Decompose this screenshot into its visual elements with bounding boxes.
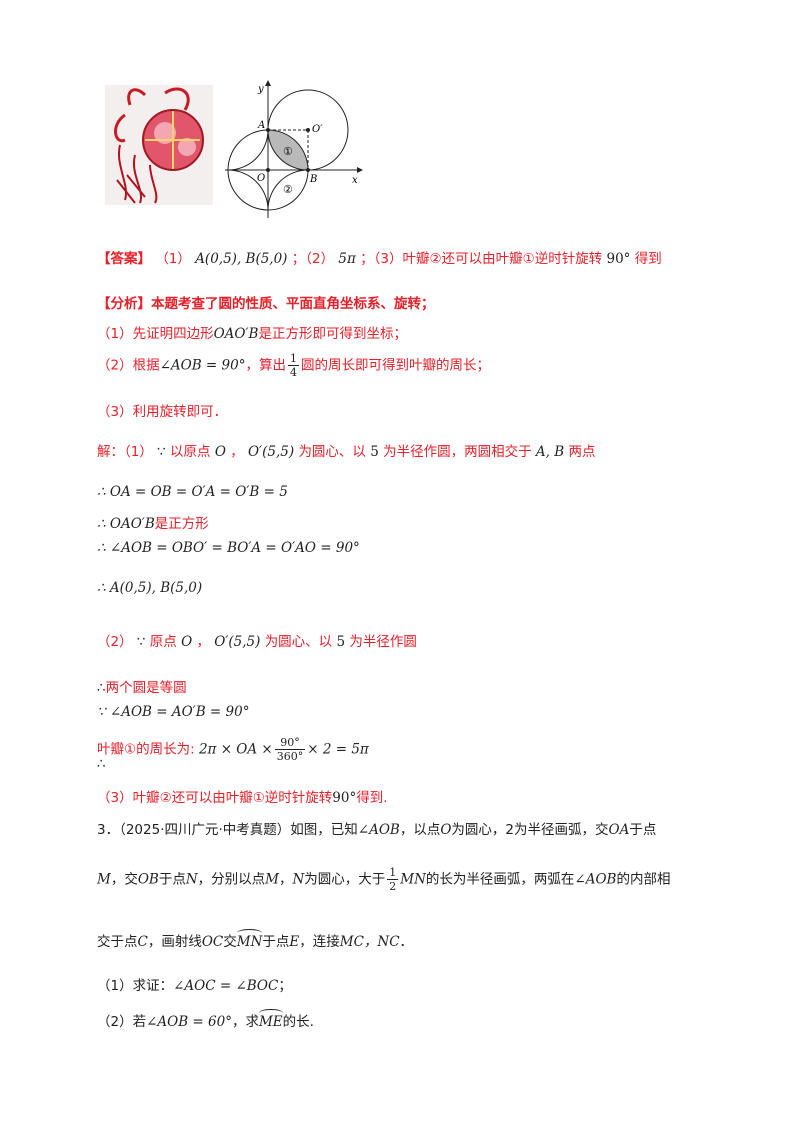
arc-mn: MN — [236, 929, 262, 950]
petal-figure: y x A O B O′ ① ② — [225, 80, 363, 218]
svg-text:A: A — [257, 120, 265, 131]
q3-part-2: （2）若∠AOB = 60°，求ME的长. — [97, 1009, 314, 1030]
svg-text:B: B — [309, 174, 317, 185]
analysis-line-1: （1）先证明四边形OAO′B是正方形即可得到坐标； — [97, 326, 407, 342]
embroidered-ball-photo — [105, 85, 213, 205]
therefore-mark: ∴ — [97, 756, 106, 772]
answer-tag: 【答案】 — [97, 251, 151, 267]
solution-line-10: （3）叶瓣②还可以由叶瓣①逆时针旋转90°得到. — [97, 790, 388, 806]
analysis-line-3: （3）利用旋转即可． — [97, 404, 228, 420]
solution-line-3: ∴ OAO′B是正方形 — [97, 516, 209, 532]
q3-line-3: 交于点C，画射线OC交MN于点E，连接MC，NC． — [97, 929, 413, 950]
svg-text:x: x — [352, 175, 358, 186]
q3-line-1: 3．（2025·四川广元·中考真题）如图，已知∠AOB，以点O为圆心，2为半径画… — [97, 822, 657, 838]
svg-text:O: O — [257, 173, 265, 184]
solution-line-5: ∴ A(0,5), B(5,0) — [97, 580, 203, 596]
svg-text:①: ① — [283, 145, 293, 158]
solution-line-1: 解：（1） ∵ 以原点 O ， O′(5,5) 为圆心、以 5 为半径作圆，两圆… — [97, 444, 596, 460]
solution-line-8: ∵ ∠AOB = AO′B = 90° — [97, 704, 250, 720]
answer-line: 【答案】 （1） A(0,5), B(5,0) ；（2） 5π ；（3）叶瓣②还… — [97, 251, 662, 267]
solution-line-6: （2） ∵ 原点 O ， O′(5,5) 为圆心、以 5 为半径作圆 — [97, 634, 417, 650]
fraction-90-360: 90°360° — [274, 736, 306, 763]
solution-line-9: 叶瓣①的周长为: 2π × OA ×90°360°× 2 = 5π — [97, 736, 369, 763]
solution-line-2: ∴ OA = OB = O′A = O′B = 5 — [97, 484, 288, 500]
q3-part-1: （1）求证：∠AOC = ∠BOC； — [97, 978, 292, 994]
solution-line-4: ∴ ∠AOB = OBO′ = BO′A = O′AO = 90° — [97, 540, 360, 556]
svg-text:O′: O′ — [312, 124, 323, 135]
arc-me: ME — [258, 1009, 283, 1030]
solution-line-7: ∴两个圆是等圆 — [97, 680, 187, 696]
analysis-title: 【分析】本题考查了圆的性质、平面直角坐标系、旋转； — [97, 296, 435, 312]
svg-text:y: y — [257, 84, 264, 95]
svg-text:②: ② — [283, 183, 293, 196]
